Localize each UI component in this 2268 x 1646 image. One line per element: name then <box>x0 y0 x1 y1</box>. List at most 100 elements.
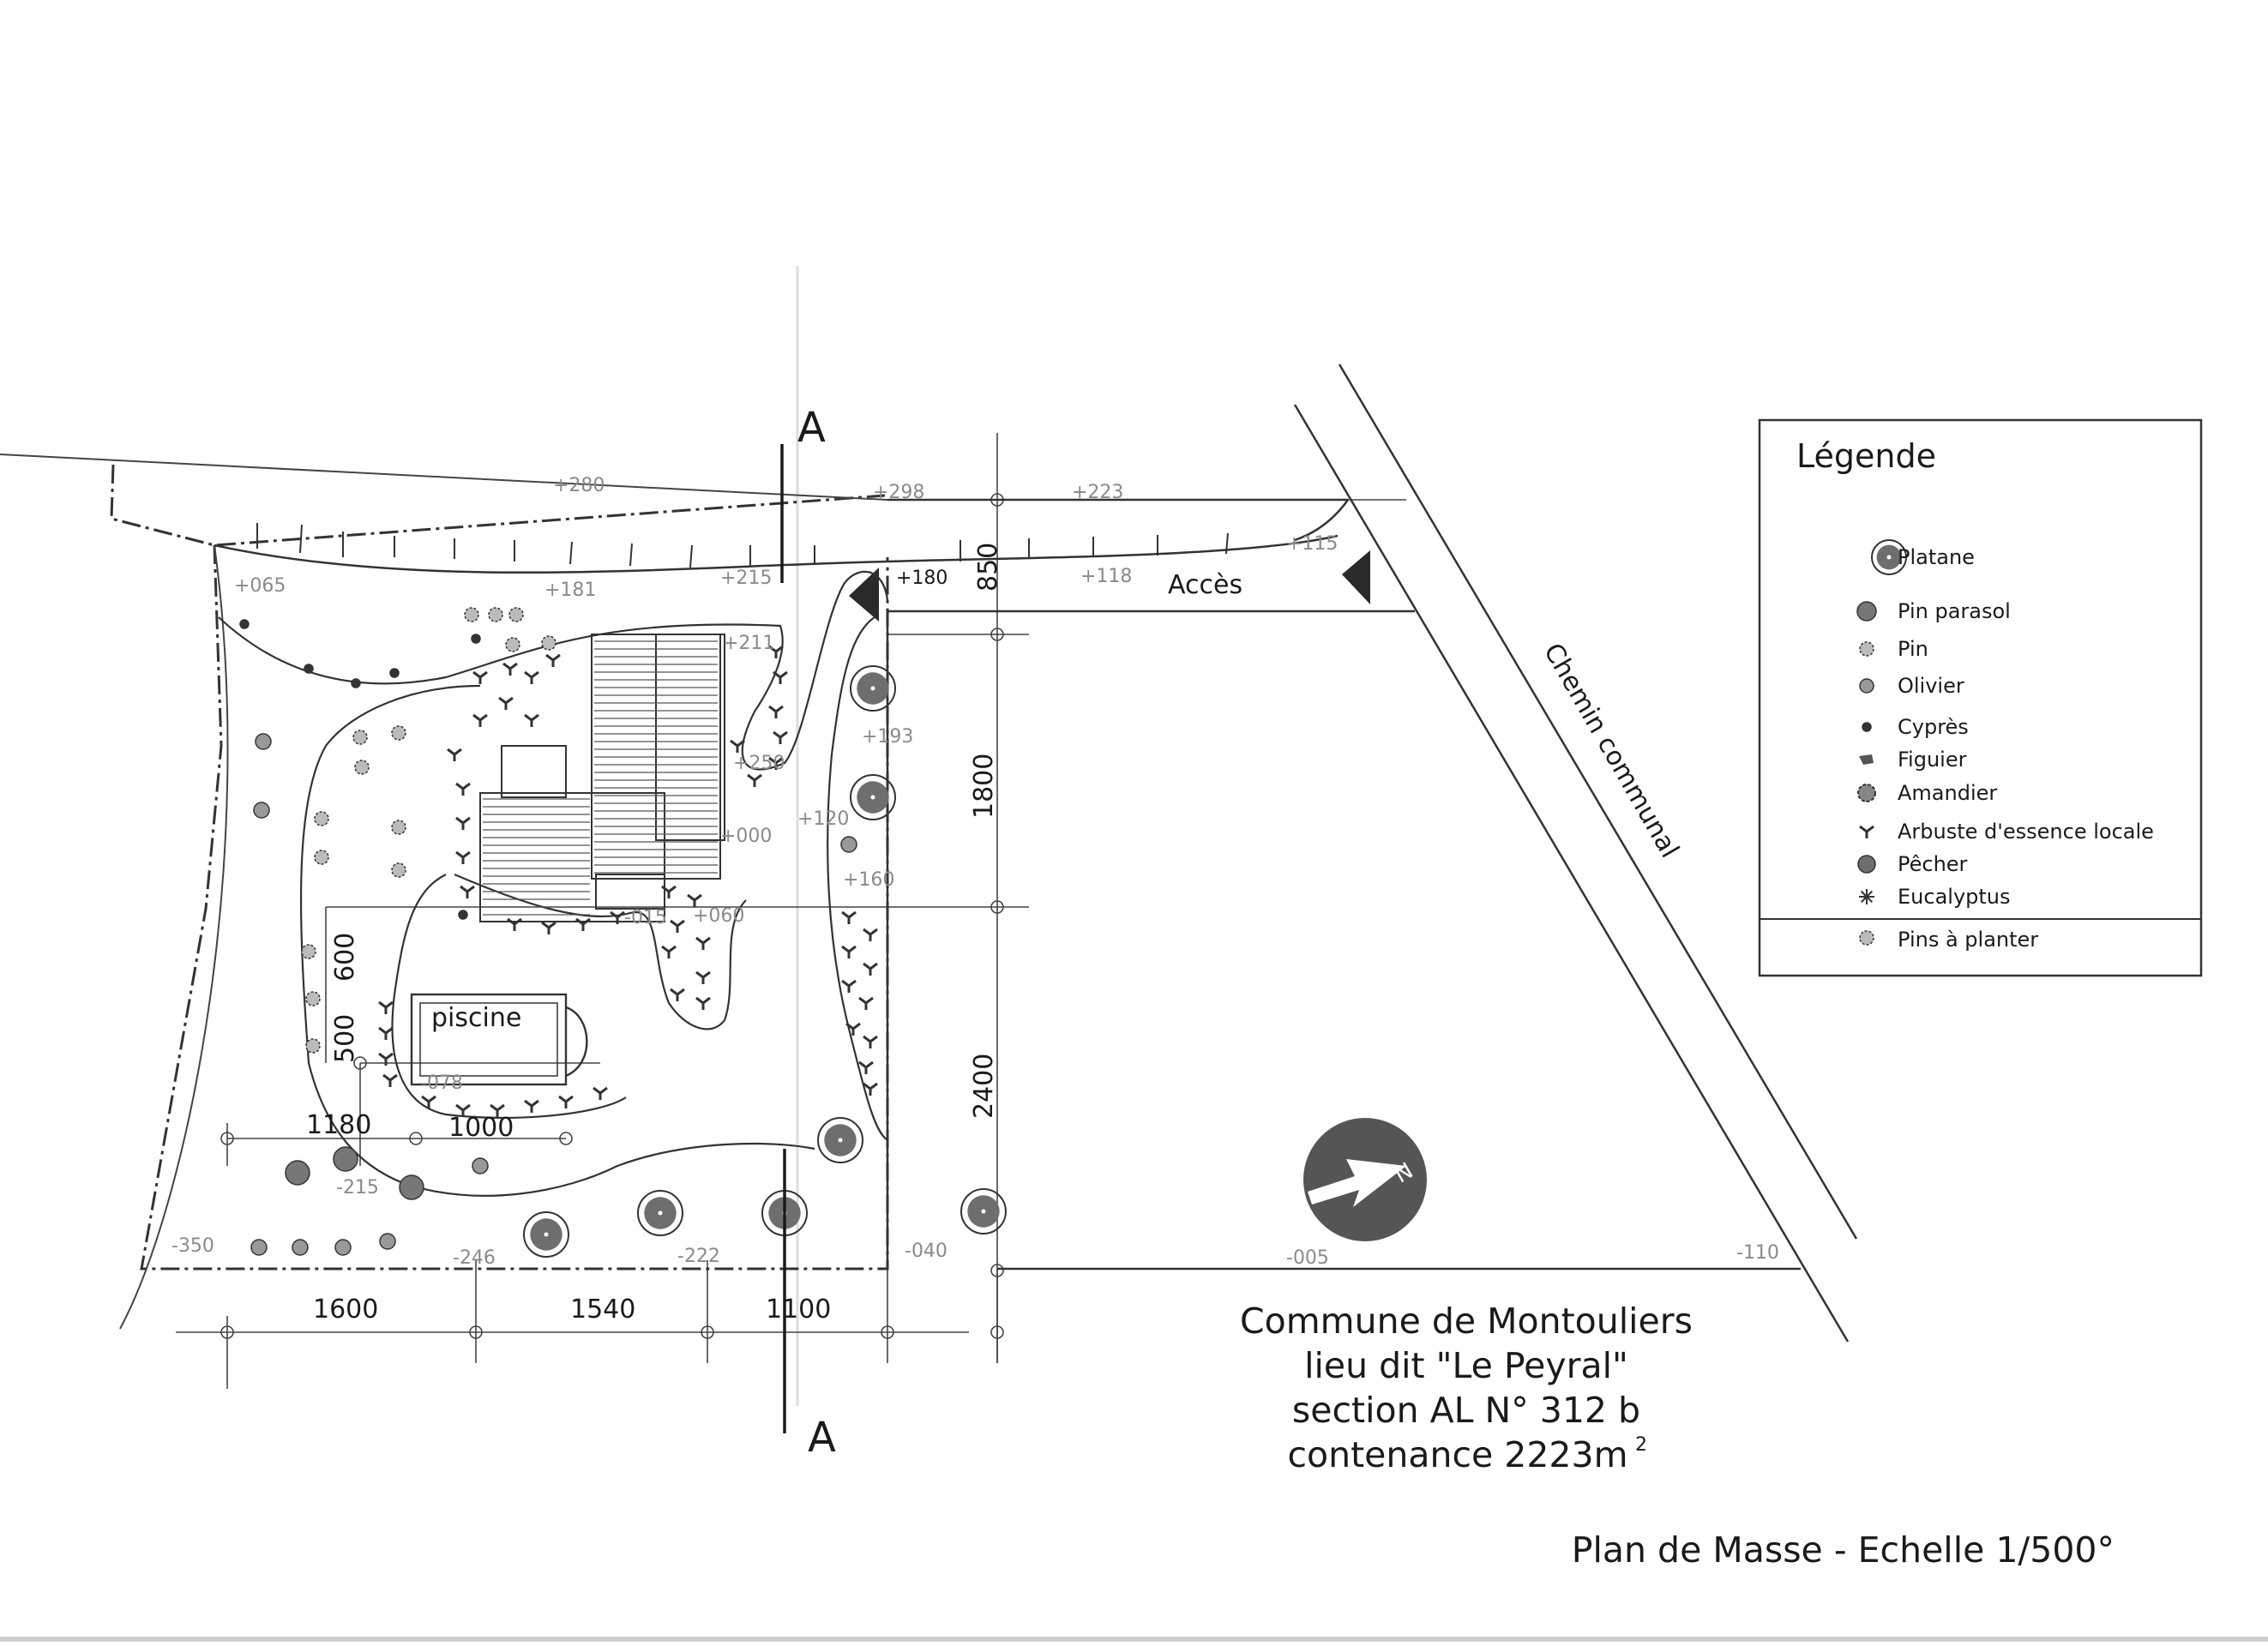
arbuste-shrub <box>863 962 878 976</box>
arbuste-shrub <box>768 705 784 718</box>
platane-tree <box>523 1211 569 1258</box>
arbuste-shrub <box>455 850 471 864</box>
arbuste-shrub <box>524 670 539 684</box>
arbuste-shrub <box>378 1026 394 1040</box>
pin-parasol-icon <box>1856 601 1877 622</box>
legend-label: Eucalyptus <box>1898 885 2011 909</box>
arbuste-shrub <box>524 713 539 727</box>
compass-arrow-icon <box>1308 1159 1406 1207</box>
slope-line <box>214 534 1339 574</box>
dimension-500: 500 <box>330 1014 360 1063</box>
arbuste-shrub <box>498 696 514 710</box>
north-compass: N <box>1303 1118 1427 1241</box>
garden-beds <box>218 570 889 1197</box>
legend-title: Légende <box>1796 437 1936 475</box>
arbuste-shrub <box>575 917 591 931</box>
plan-title: Plan de Masse - Echelle 1/500° <box>1572 1529 2115 1571</box>
arbuste-shrub <box>545 653 561 667</box>
platane-tree <box>817 1117 863 1163</box>
elevation-label: -350 <box>171 1235 214 1257</box>
olivier-tree <box>292 1239 309 1256</box>
arbuste-shrub <box>845 1022 861 1036</box>
olivier-tree <box>253 802 270 819</box>
pin-parasol-tree <box>333 1146 358 1172</box>
dimension-1540: 1540 <box>570 1295 635 1325</box>
elevation-label: -040 <box>905 1241 948 1262</box>
legend-label: Cyprès <box>1898 715 1969 739</box>
eucalyptus-icon <box>1859 889 1874 904</box>
arbuste-shrub <box>382 1073 398 1087</box>
arbuste-shrub <box>541 921 556 934</box>
dimension-1800: 1800 <box>969 754 999 819</box>
pool-label: piscine <box>431 1003 521 1033</box>
tree-group <box>239 607 1007 1258</box>
arbuste-shrub <box>524 1099 539 1113</box>
slope-hatches <box>256 523 1229 568</box>
pin-tree <box>314 811 329 826</box>
legend-label: Pêcher <box>1898 852 1968 876</box>
olivier-tree <box>840 836 857 853</box>
arbuste-shrub <box>502 662 518 676</box>
pin-icon <box>1859 641 1874 657</box>
arbuste-shrub <box>841 979 857 993</box>
pin-tree <box>464 607 479 622</box>
elevation-label: +280 <box>553 475 605 496</box>
cypres-icon <box>1862 722 1872 732</box>
pin-tree <box>314 850 329 865</box>
title-section: section AL N° 312 b <box>1292 1390 1640 1431</box>
cypres-tree <box>471 634 481 644</box>
elevation-label: -222 <box>677 1246 720 1267</box>
elevation-label: +181 <box>544 580 596 601</box>
dimension-1180: 1180 <box>306 1110 371 1140</box>
dimension-1600: 1600 <box>313 1295 378 1325</box>
legend-footer-label: Pins à planter <box>1898 928 2038 952</box>
grid-lines <box>176 433 1406 1389</box>
arbuste-shrub <box>747 773 762 787</box>
pin-tree <box>508 607 524 622</box>
elevation-label: +115 <box>1286 533 1338 555</box>
pin-tree <box>305 991 321 1006</box>
elevation-label: -246 <box>453 1247 496 1269</box>
title-block: Commune de Montouliers lieu dit "Le Peyr… <box>1240 1301 2115 1571</box>
pin-parasol-tree <box>399 1174 424 1200</box>
legend-label: Arbuste d'essence locale <box>1898 820 2154 844</box>
pin-tree <box>505 637 520 652</box>
legend-label: Pin <box>1898 637 1928 661</box>
section-line-a <box>780 444 786 1433</box>
olivier-tree <box>334 1239 352 1256</box>
platane-icon <box>1871 539 1907 575</box>
arbuste-shrub <box>490 1103 505 1117</box>
elevation-label: +223 <box>1072 482 1123 503</box>
title-contenance: contenance 2223m <box>1287 1434 1627 1475</box>
access-arrow-left <box>849 568 879 622</box>
arbuste-shrub <box>455 1103 471 1117</box>
arbuste-shrub <box>593 1086 608 1100</box>
access-road <box>886 498 1801 1271</box>
pin-tree <box>354 760 370 775</box>
title-contenance-sup: 2 <box>1635 1434 1647 1456</box>
chemin-communal-label: Chemin communal <box>1537 639 1685 863</box>
elevation-label: +298 <box>873 482 924 503</box>
arbuste-shrub <box>841 910 857 924</box>
title-lieu-dit: lieu dit "Le Peyral" <box>1304 1345 1628 1386</box>
arbuste-shrub <box>460 885 475 898</box>
elevation-label: -005 <box>1286 1247 1329 1269</box>
arbuste-shrub <box>472 713 488 727</box>
house <box>479 634 725 922</box>
elevation-label: +160 <box>843 869 894 891</box>
legend-label: Amandier <box>1898 781 1997 805</box>
olivier-tree <box>255 733 272 750</box>
dimension-1100: 1100 <box>766 1295 831 1325</box>
pin-tree <box>488 607 503 622</box>
cypres-tree <box>239 619 250 629</box>
arbuste-shrub <box>507 917 522 931</box>
olivier-tree <box>250 1239 268 1256</box>
legend-label: Platane <box>1898 545 1975 569</box>
arbuste-shrub <box>863 1035 878 1048</box>
arbuste-shrub <box>858 996 874 1010</box>
amandier-icon <box>1857 784 1876 802</box>
pin-parasol-tree <box>285 1160 310 1186</box>
platane-tree <box>850 665 896 712</box>
arbuste-shrub <box>768 756 784 770</box>
pin-tree <box>391 820 406 835</box>
